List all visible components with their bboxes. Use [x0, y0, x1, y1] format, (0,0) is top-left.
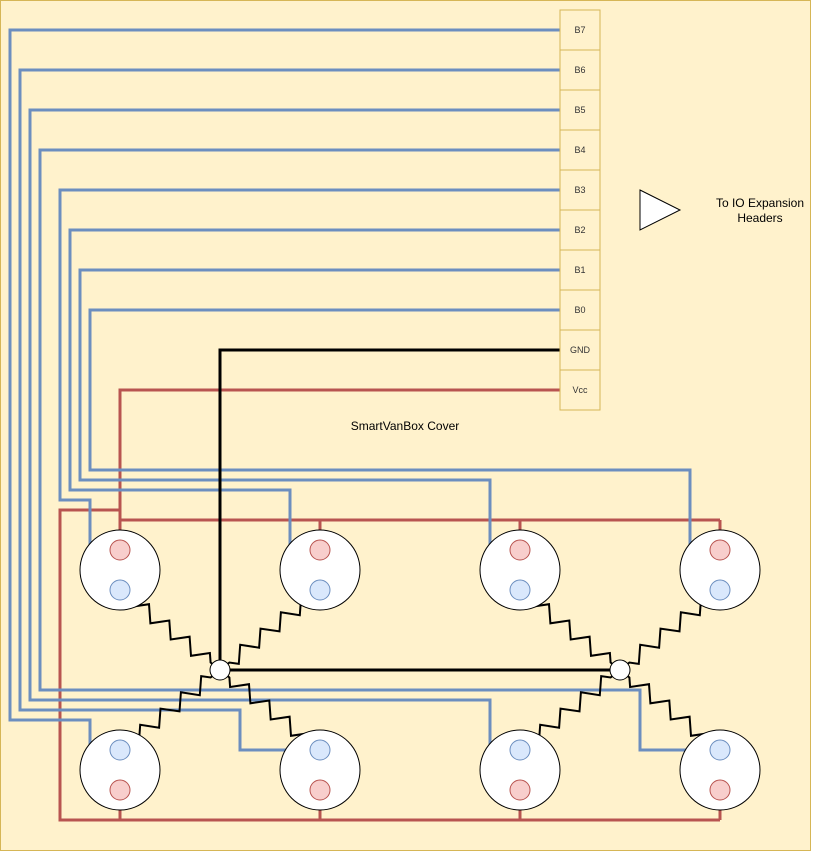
sensor-vcc-terminal — [309, 779, 331, 801]
sensor-signal-terminal — [709, 739, 731, 761]
connector-pin-label: B7 — [574, 25, 585, 35]
connector-pin-vcc: Vcc — [559, 369, 601, 411]
connector-pin-label: B6 — [574, 65, 585, 75]
sensor-group — [79, 529, 761, 811]
connector-pin-b0: B0 — [559, 289, 601, 331]
connector-pin-b3: B3 — [559, 169, 601, 211]
io-expansion-label-line1: To IO Expansion — [716, 196, 804, 210]
sensor-vcc-terminal — [309, 539, 331, 561]
sensor-4 — [679, 529, 761, 611]
sensor-body — [279, 729, 361, 811]
connector-pin-label: B3 — [574, 185, 585, 195]
connector-pin-box — [559, 289, 601, 331]
connector-pin-box — [559, 9, 601, 51]
sensor-signal-terminal — [509, 579, 531, 601]
connector-pin-box — [559, 329, 601, 371]
connector-pin-label: B4 — [574, 145, 585, 155]
sensor-3 — [479, 529, 561, 611]
sensor-body — [279, 529, 361, 611]
connector-pin-b4: B4 — [559, 129, 601, 171]
sensor-1 — [79, 529, 161, 611]
connector-pin-label: B1 — [574, 265, 585, 275]
connector-pin-box — [559, 369, 601, 411]
sensor-signal-terminal — [109, 739, 131, 761]
diagram-title: SmartVanBox Cover — [351, 419, 460, 433]
sensor-6 — [279, 729, 361, 811]
connector-pin-b5: B5 — [559, 89, 601, 131]
connector-pin-box — [559, 129, 601, 171]
connector-pin-label: Vcc — [572, 385, 588, 395]
connector-pin-label: GND — [570, 345, 591, 355]
connector-pin-b6: B6 — [559, 49, 601, 91]
ground-wiring — [218, 348, 620, 672]
sensor-vcc-terminal — [709, 779, 731, 801]
sensor-8 — [679, 729, 761, 811]
sensor-body — [479, 729, 561, 811]
sensor-2 — [279, 529, 361, 611]
sensor-vcc-terminal — [509, 779, 531, 801]
sensor-signal-terminal — [109, 579, 131, 601]
sensor-vcc-terminal — [709, 539, 731, 561]
sensor-body — [79, 729, 161, 811]
sensor-7 — [479, 729, 561, 811]
ground-junction-2 — [609, 659, 631, 681]
sensor-body — [479, 529, 561, 611]
wire-b6 — [18, 68, 560, 752]
sensor-body — [79, 529, 161, 611]
io-expansion-label-line2: Headers — [737, 211, 782, 225]
sensor-signal-terminal — [709, 579, 731, 601]
ground-wire — [218, 348, 620, 672]
connector-pin-label: B2 — [574, 225, 585, 235]
sensor-vcc-terminal — [109, 779, 131, 801]
connector-pin-box — [559, 49, 601, 91]
vcc-wire-main — [118, 388, 560, 550]
wire-b4 — [38, 148, 720, 752]
ground-junction-1 — [209, 659, 231, 681]
sensor-signal-terminal — [309, 579, 331, 601]
connector-pin-box — [559, 89, 601, 131]
connector-pin-box — [559, 209, 601, 251]
io-expansion-triangle-icon — [639, 189, 682, 231]
sensor-body — [679, 729, 761, 811]
connector-pin-b1: B1 — [559, 249, 601, 291]
sensor-vcc-terminal — [509, 539, 531, 561]
connector-pin-b7: B7 — [559, 9, 601, 51]
sensor-signal-terminal — [309, 739, 331, 761]
connector-pin-gnd: GND — [559, 329, 601, 371]
sensor-body — [679, 529, 761, 611]
sensor-vcc-terminal — [109, 539, 131, 561]
sensor-5 — [79, 729, 161, 811]
connector-pin-label: B5 — [574, 105, 585, 115]
sensor-signal-terminal — [509, 739, 531, 761]
connector-pin-label: B0 — [574, 305, 585, 315]
connector-pin-b2: B2 — [559, 209, 601, 251]
junction-group — [209, 659, 631, 681]
